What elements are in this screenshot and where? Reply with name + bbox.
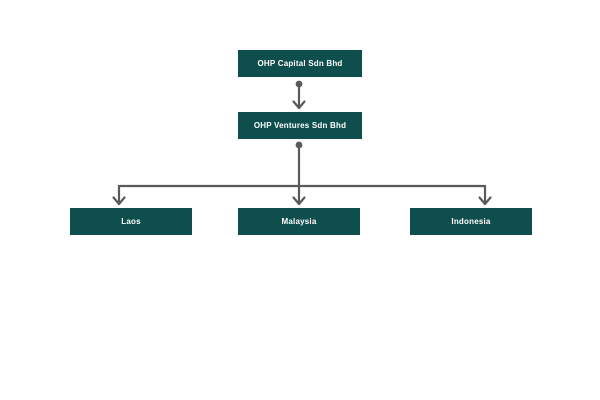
connector-ventures-to-children xyxy=(112,141,492,206)
arrow-down-icon xyxy=(292,196,306,206)
node-malaysia: Malaysia xyxy=(238,208,360,235)
node-ohp-ventures: OHP Ventures Sdn Bhd xyxy=(238,112,362,139)
arrow-down-icon xyxy=(478,196,492,206)
node-indonesia: Indonesia xyxy=(410,208,532,235)
arrow-down-icon xyxy=(112,196,126,206)
node-laos: Laos xyxy=(70,208,192,235)
node-ohp-capital: OHP Capital Sdn Bhd xyxy=(238,50,362,77)
connector-root-to-ventures xyxy=(292,80,306,110)
arrow-down-icon xyxy=(292,100,306,110)
